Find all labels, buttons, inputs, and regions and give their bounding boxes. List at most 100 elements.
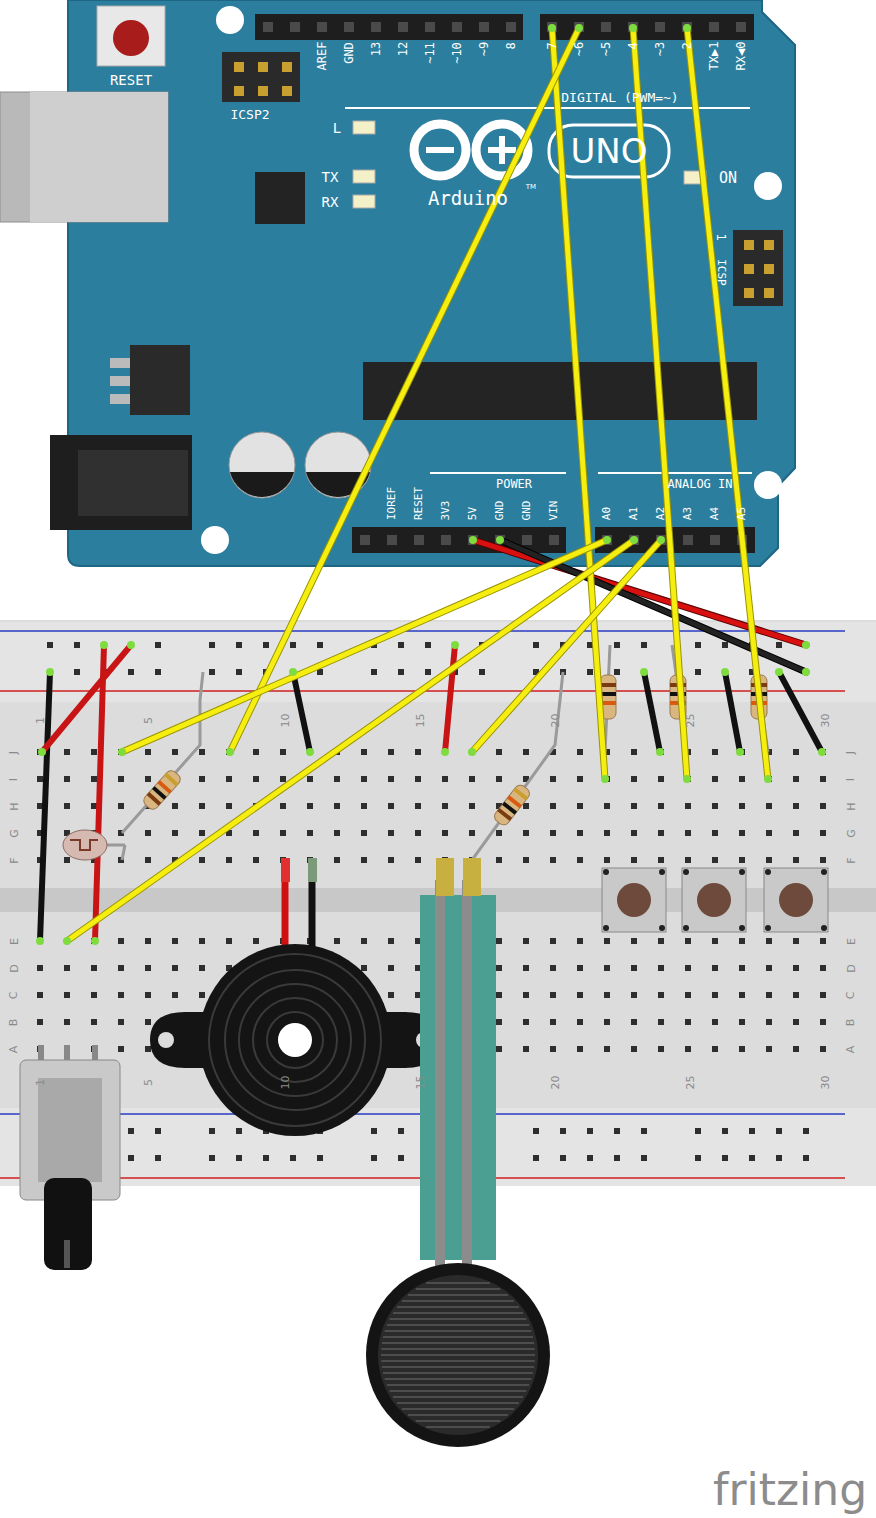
breadboard-hole [64, 938, 70, 944]
header-pin [452, 22, 462, 32]
breadboard-label: I [846, 777, 857, 780]
breadboard-hole [442, 803, 448, 809]
pin-label: ICSP [716, 259, 727, 286]
header-pin [710, 535, 720, 545]
breadboard-hole [361, 803, 367, 809]
signal-wires [67, 28, 806, 941]
breadboard-hole [658, 1019, 664, 1025]
breadboard-hole [415, 857, 421, 863]
breadboard-hole [739, 938, 745, 944]
power-rail [0, 622, 876, 702]
breadboard-hole [631, 857, 637, 863]
breadboard-hole [577, 1019, 583, 1025]
breadboard-label: G [846, 829, 857, 838]
breadboard-hole [496, 857, 502, 863]
rail-hole [290, 642, 296, 648]
board-label: Arduino [428, 189, 508, 208]
rail-hole [263, 1155, 269, 1161]
breadboard-hole [766, 830, 772, 836]
breadboard-hole [253, 776, 259, 782]
header-pin [398, 22, 408, 32]
pin-label: VIN [549, 500, 560, 520]
rail-hole [128, 1155, 134, 1161]
breadboard-hole [253, 857, 259, 863]
breadboard-hole [280, 803, 286, 809]
fsr-trace [416, 1420, 500, 1421]
yellow-wire [687, 28, 768, 779]
breadboard-hole [793, 776, 799, 782]
rail-hole [209, 1128, 215, 1134]
breadboard-hole [523, 749, 529, 755]
board-label: TM [526, 184, 536, 191]
pin-label: ~5 [600, 42, 612, 56]
breadboard-hole [172, 830, 178, 836]
breadboard-hole [361, 857, 367, 863]
wire-end [575, 24, 583, 32]
board-label: fritzing [713, 1468, 867, 1512]
breadboard-hole [766, 803, 772, 809]
breadboard-hole [64, 857, 70, 863]
breadboard-hole [550, 776, 556, 782]
breadboard-label: 10 [280, 713, 291, 727]
rail-hole [74, 642, 80, 648]
breadboard-hole [793, 803, 799, 809]
breadboard-hole [145, 1046, 151, 1052]
board-label: POWER [496, 478, 532, 490]
rail-hole [695, 1128, 701, 1134]
breadboard-hole [685, 938, 691, 944]
piezo-buzzer [150, 944, 440, 1136]
header-pin [317, 22, 327, 32]
pin-label: A0 [602, 507, 613, 520]
breadboard-hole [415, 749, 421, 755]
breadboard-hole [793, 965, 799, 971]
fsr-trace [416, 1288, 500, 1289]
rail-hole [398, 1128, 404, 1134]
breadboard-label: D [8, 964, 19, 972]
breadboard-hole [631, 776, 637, 782]
yellow-wire [122, 540, 607, 752]
breadboard-label: C [9, 991, 20, 999]
rail-hole [722, 669, 728, 675]
breadboard-hole [604, 857, 610, 863]
breadboard-hole [793, 1019, 799, 1025]
rail-hole [776, 1155, 782, 1161]
breadboard-hole [64, 1019, 70, 1025]
pin-label: A5 [737, 507, 748, 520]
breadboard-hole [523, 938, 529, 944]
rail-hole [101, 642, 107, 648]
breadboard-hole [253, 749, 259, 755]
logo-plus [499, 136, 505, 164]
breadboard-hole [604, 830, 610, 836]
capacitor-band [230, 472, 294, 497]
photoresistor-track [70, 840, 98, 850]
wire-end [548, 24, 556, 32]
breadboard-label: 20 [550, 1075, 561, 1089]
breadboard-hole [388, 776, 394, 782]
breadboard-hole [820, 776, 826, 782]
breadboard-hole [226, 857, 232, 863]
rail-hole [776, 669, 782, 675]
wire-end [127, 641, 135, 649]
pin-label: ~9 [478, 42, 490, 56]
breadboard-hole [604, 965, 610, 971]
breadboard-hole [199, 776, 205, 782]
breadboard-hole [118, 803, 124, 809]
fsr-trace [387, 1384, 529, 1385]
pin-label: A4 [710, 507, 721, 520]
breadboard-hole [577, 830, 583, 836]
pin-label: 8 [505, 42, 517, 49]
wire-end [721, 668, 729, 676]
pin-label: A1 [629, 507, 640, 520]
rail-hole [560, 1155, 566, 1161]
fsr-trace [385, 1378, 532, 1379]
breadboard-hole [766, 1019, 772, 1025]
breadboard-hole [334, 830, 340, 836]
breadboard-label: 15 [415, 713, 426, 727]
rail-hole [236, 642, 242, 648]
breadboard-label: A [9, 1045, 20, 1053]
breadboard-hole [172, 803, 178, 809]
breadboard-hole [739, 1019, 745, 1025]
breadboard-hole [739, 992, 745, 998]
rail-hole [587, 669, 593, 675]
header-pin [258, 86, 268, 96]
